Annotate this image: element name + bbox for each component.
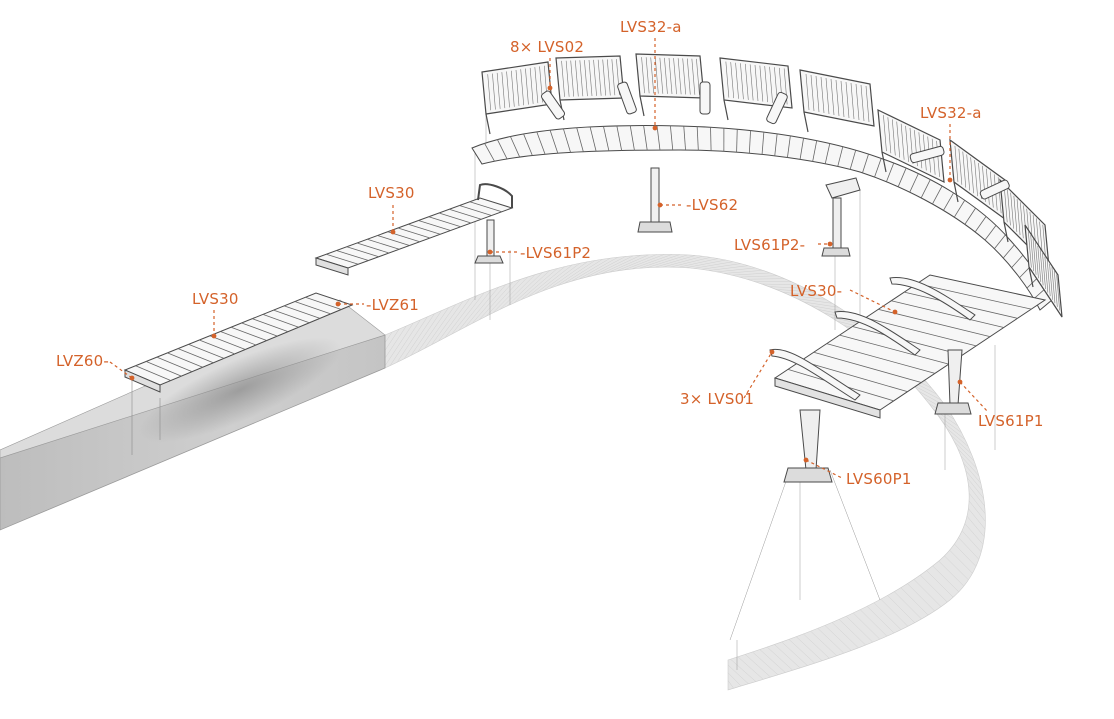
label-lvs02: 8× LVS02 bbox=[510, 38, 584, 56]
curved-bench-arc bbox=[471, 125, 1053, 311]
chair-backs bbox=[481, 53, 1063, 318]
bench-lvs30-upper bbox=[314, 183, 514, 276]
label-lvs32a-right: LVS32-a bbox=[920, 104, 982, 122]
leader-line bbox=[849, 289, 896, 313]
chair-back bbox=[481, 61, 553, 135]
bench-lvs30-block bbox=[123, 292, 354, 393]
leader-dot bbox=[129, 375, 135, 381]
leader-dot bbox=[892, 309, 898, 315]
label-lvs30-upper: LVS30 bbox=[368, 184, 415, 202]
leader-dot bbox=[487, 249, 493, 255]
leg-lvs62 bbox=[637, 167, 673, 233]
leader-dot bbox=[657, 202, 663, 208]
leader-dot bbox=[803, 457, 809, 463]
bench-lvs30-right bbox=[769, 274, 1047, 483]
leader-dot bbox=[335, 301, 341, 307]
label-lvz61: -LVZ61 bbox=[366, 296, 419, 314]
label-lvs01: 3× LVS01 bbox=[680, 390, 754, 408]
label-lvs61p1: LVS61P1 bbox=[978, 412, 1044, 430]
projection-lines bbox=[474, 115, 996, 670]
label-lvs60p1: LVS60P1 bbox=[846, 470, 912, 488]
chair-back bbox=[635, 53, 705, 117]
armrests bbox=[540, 81, 1010, 200]
leader-dot bbox=[947, 177, 953, 183]
leader-line bbox=[959, 381, 989, 413]
label-lvs30-right: LVS30- bbox=[790, 282, 842, 300]
leader-line bbox=[109, 361, 133, 379]
leader-line bbox=[805, 459, 843, 479]
label-lvs30-block: LVS30 bbox=[192, 290, 239, 308]
leader-line bbox=[743, 351, 773, 399]
leader-dot bbox=[957, 379, 963, 385]
label-lvs61p2-left: -LVS61P2 bbox=[520, 244, 591, 262]
chair-back bbox=[555, 55, 625, 121]
chair-back bbox=[719, 57, 793, 121]
leader-dot bbox=[547, 85, 553, 91]
leader-dot bbox=[769, 349, 775, 355]
leader-dot bbox=[652, 125, 658, 131]
leader-dot bbox=[390, 229, 396, 235]
leg-lvs61p2-right bbox=[821, 177, 861, 257]
label-lvs61p2-right: LVS61P2- bbox=[734, 236, 805, 254]
label-lvs32a-top: LVS32-a bbox=[620, 18, 682, 36]
leader-lines bbox=[109, 38, 989, 479]
chair-back bbox=[1024, 224, 1063, 318]
leader-dot bbox=[827, 241, 833, 247]
labels: LVS32-a 8× LVS02 LVS32-a -LVS62 LVS30 -L… bbox=[56, 18, 1044, 488]
label-lvs62: -LVS62 bbox=[686, 196, 738, 214]
chair-back bbox=[799, 69, 875, 133]
concrete-plinth bbox=[0, 299, 386, 531]
label-lvz60: LVZ60- bbox=[56, 352, 109, 370]
leader-dot bbox=[211, 333, 217, 339]
chair-back bbox=[877, 108, 945, 184]
